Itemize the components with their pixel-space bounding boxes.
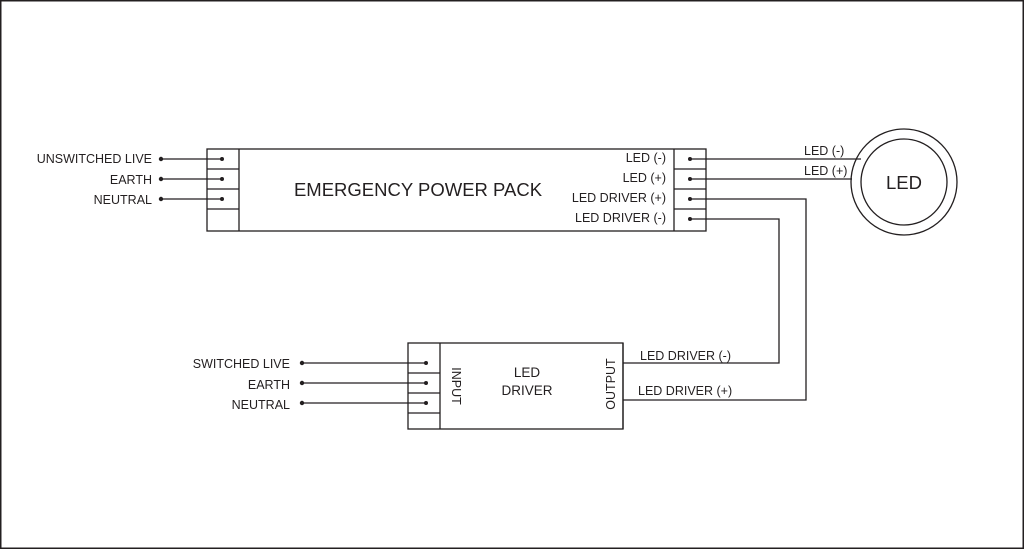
emergency-pack-output-terminals (673, 149, 706, 231)
pack-input-unswitched-live: UNSWITCHED LIVE (37, 152, 152, 166)
pack-output-driver-neg: LED DRIVER (-) (575, 211, 666, 225)
driver-input-earth: EARTH (248, 378, 290, 392)
pack-input-earth: EARTH (110, 173, 152, 187)
led-lamp: LED (850, 128, 958, 236)
driver-output-neg-label: LED DRIVER (-) (640, 349, 731, 363)
led-driver-input-wires: SWITCHED LIVE EARTH NEUTRAL (193, 357, 426, 412)
driver-pos-wire (623, 198, 807, 401)
emergency-power-pack: EMERGENCY POWER PACK LED (-) LED (+) LED… (206, 148, 707, 232)
driver-neg-wire (623, 218, 780, 364)
driver-input-neutral: NEUTRAL (232, 398, 290, 412)
driver-input-switched-live: SWITCHED LIVE (193, 357, 290, 371)
emergency-pack-body (206, 148, 707, 232)
led-driver-title-line1: LED (514, 365, 541, 380)
emergency-pack-title: EMERGENCY POWER PACK (294, 179, 543, 200)
pack-input-neutral: NEUTRAL (94, 193, 152, 207)
emergency-pack-input-wires: UNSWITCHED LIVE EARTH NEUTRAL (37, 152, 222, 207)
pack-output-led-neg: LED (-) (626, 151, 666, 165)
led-driver: LED DRIVER INPUT OUTPUT (407, 342, 624, 430)
pack-output-driver-pos: LED DRIVER (+) (572, 191, 666, 205)
led-driver-input-label: INPUT (449, 367, 463, 405)
led-wire-neg-label: LED (-) (804, 144, 844, 158)
driver-output-wires: LED DRIVER (-) LED DRIVER (+) (623, 198, 807, 401)
emergency-pack-input-terminals (207, 149, 240, 231)
led-label: LED (886, 172, 922, 193)
led-driver-input-terminals (408, 343, 441, 429)
led-driver-body (407, 342, 624, 430)
led-driver-output-label: OUTPUT (604, 358, 618, 410)
led-wire-pos-label: LED (+) (804, 164, 847, 178)
led-wires: LED (-) LED (+) (690, 144, 861, 180)
driver-output-pos-label: LED DRIVER (+) (638, 384, 732, 398)
pack-output-led-pos: LED (+) (623, 171, 666, 185)
led-inner-ring (860, 138, 948, 226)
led-driver-title-line2: DRIVER (501, 383, 552, 398)
